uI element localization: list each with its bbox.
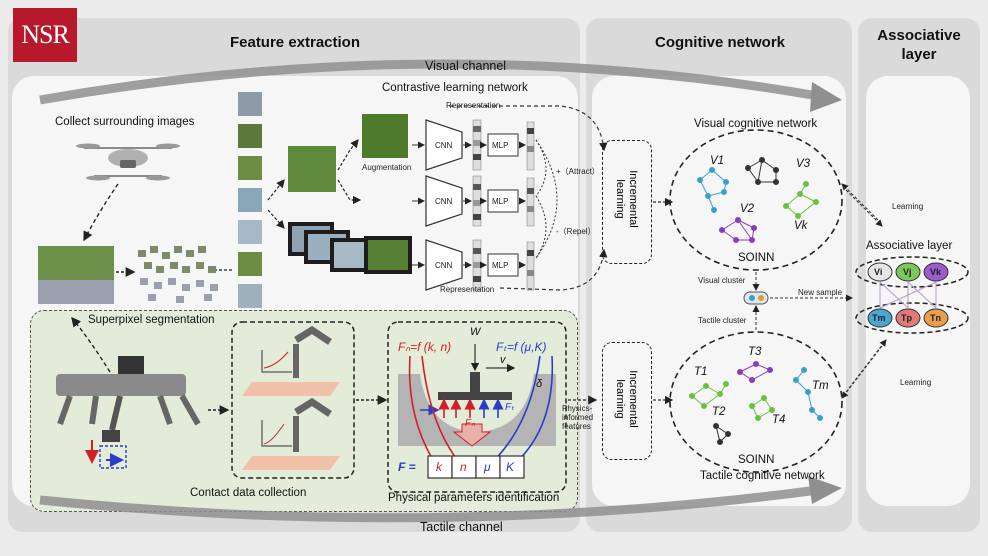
learning-top-label: Learning [892,202,924,211]
physics-informed-label: Physics-informed features [562,404,594,431]
visual-incremental-learning-box [602,140,652,264]
visual-clusters [697,157,819,243]
associative-layer-title: Associative layer [877,27,961,63]
mlp-block-2 [487,189,519,213]
contact-data-box [231,321,355,479]
contrastive-label: Contrastive learning network [382,82,528,94]
param-mu: μ [484,460,491,474]
cnn-label-3: CNN [435,261,453,270]
cnn-label-1: CNN [435,141,453,150]
ft-equation: Fₜ=f (μ,K) [496,340,547,354]
tactile-incremental-learning-box [602,342,652,460]
cluster-t4: T4 [772,414,786,426]
cluster-v1: V1 [710,155,725,167]
feature-bars [472,119,535,291]
tactile-network-title: Tactile cognitive network [700,470,825,482]
param-n: n [460,460,467,474]
new-sample-label: New sample [798,288,843,297]
visual-channel-arrowhead [810,82,842,112]
terrain-cross-section [398,374,556,446]
visual-channel-label: Visual channel [425,59,507,73]
collect-images-label: Collect surrounding images [55,116,195,128]
superpixel-label: Superpixel segmentation [88,314,215,326]
negative-samples [288,222,412,274]
tactile-channel-arrow [39,485,819,523]
physical-params-box [387,321,567,493]
contact-collection-label: Contact data collection [190,487,307,499]
tactile-channel-label: Tactile channel [420,520,503,534]
mlp-block-1 [487,133,519,157]
cnn-block-2 [425,175,463,227]
cluster-tm: Tm [812,380,829,392]
tactile-soinn-label: SOINN [738,454,775,466]
cognitive-network-title: Cognitive network [654,34,785,51]
repel-label: -（Repel） [556,227,596,236]
node-vi: Vi [874,267,883,277]
cluster-t3: T3 [748,346,762,358]
associative-bottom-ellipse [855,302,969,334]
cognitive-inner [592,76,846,506]
cluster-v2: V2 [740,203,755,215]
anchor-image [288,146,336,192]
cluster-vk: Vk [794,220,808,232]
mlp-block-3 [487,253,519,277]
associative-layer-label: Associative layer [866,240,953,252]
tactile-clusters [689,361,823,445]
physical-identification-label: Physical parameters identification [388,492,560,504]
cnn-block-3 [425,239,463,291]
terrain-image [38,246,114,280]
node-vj: Vj [903,267,912,277]
visual-incremental-learning-label: Incremental learning [614,170,639,228]
tactile-incremental-learning-label: Incremental learning [614,370,639,428]
quadruped-robot [56,356,201,442]
param-K: K [506,460,515,474]
param-k: k [436,460,442,474]
cluster-v3: V3 [796,158,811,170]
representation-bottom-label: Representation [440,285,495,294]
force-vector-label: F = [398,460,416,474]
visual-cluster-label: Visual cluster [698,276,746,285]
mlp-label-3: MLP [492,261,509,270]
new-sample-node [743,291,769,305]
cnn-block-1 [425,119,463,171]
fn-force-label: Fₙ [465,418,476,429]
param-box-K [499,455,525,479]
tactile-channel-arrowhead [808,476,842,504]
augmentation-label: Augmentation [362,163,412,172]
delta-label: δ [536,378,543,390]
velocity-label: v [500,354,506,366]
feature-extraction-title: Feature extraction [229,34,361,51]
image-patches [238,92,262,308]
cluster-t2: T2 [712,406,726,418]
representation-top-label: Representation [446,101,501,110]
node-vk: Vk [930,267,942,277]
visual-channel-arrow [39,59,819,105]
superpixel-image [138,246,218,303]
visual-network-title: Visual cognitive network [694,118,818,130]
cnn-label-2: CNN [435,197,453,206]
visual-network-ellipse [669,129,843,271]
drone-image [76,143,180,181]
visual-soinn-label: SOINN [738,252,775,264]
leg-plots [242,325,340,470]
associative-bottom-nodes [867,308,949,328]
fn-equation: Fₙ=f (k, n) [398,340,452,354]
mlp-label-1: MLP [492,141,509,150]
tactile-cluster-label: Tactile cluster [698,316,747,325]
attract-label: +（Attract） [556,167,600,176]
ft-force-label: Fₜ [505,402,515,413]
associative-top-ellipse [855,256,969,288]
cluster-t1: T1 [694,366,708,378]
mlp-label-2: MLP [492,197,509,206]
augmentation-image [362,114,408,158]
node-tn: Tn [930,313,941,323]
associative-top-nodes [867,262,949,282]
node-tm: Tm [872,313,886,323]
node-tp: Tp [901,313,912,323]
weight-label: W [470,326,481,338]
nsr-logo: NSR [13,8,77,62]
learning-bottom-label: Learning [900,378,932,387]
